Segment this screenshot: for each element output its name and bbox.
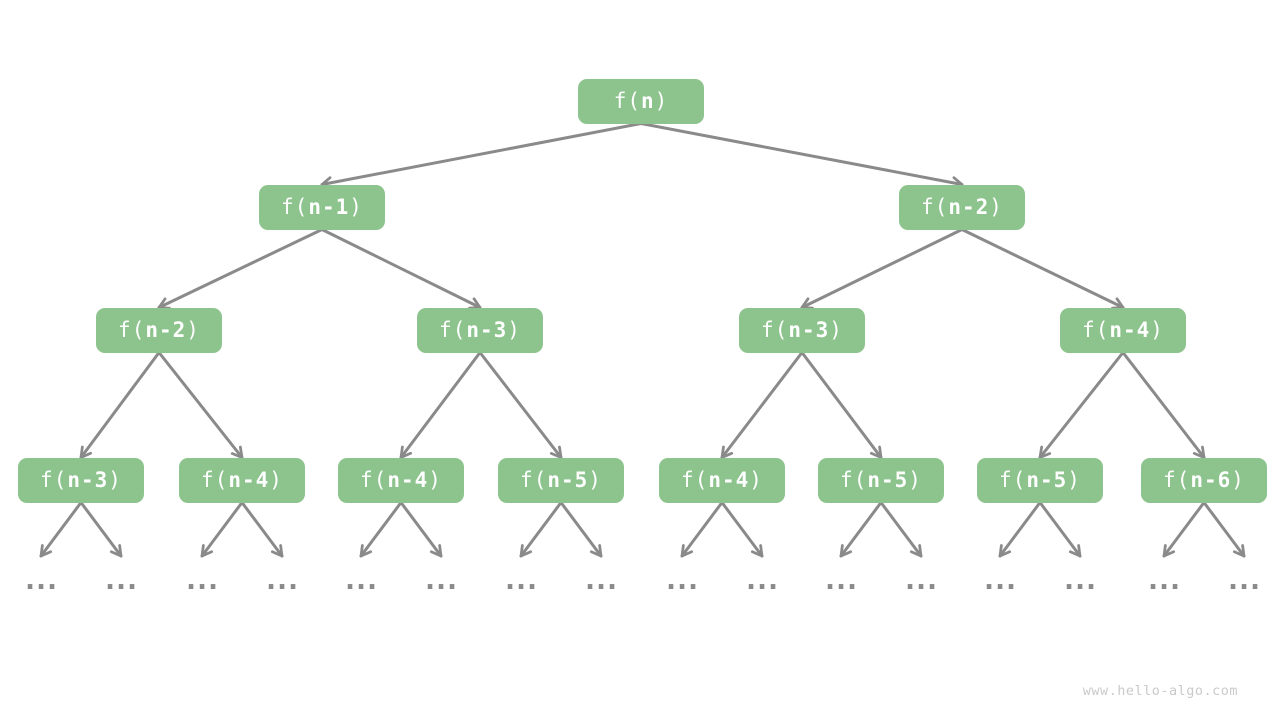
edge-n4-n9 [399, 351, 482, 459]
edge-n10-ellipsis [559, 501, 603, 558]
ellipsis-dot: . [433, 563, 450, 596]
ellipsis-dot: . [924, 563, 941, 596]
ellipsis-dot: . [913, 563, 930, 596]
ellipsis-dot: . [353, 563, 370, 596]
ellipsis: ... [422, 563, 461, 596]
ellipsis-dot: . [754, 563, 771, 596]
edge-n0-n2 [639, 122, 964, 190]
ellipsis-dot: . [663, 563, 680, 596]
edge-n6-n14 [1121, 351, 1206, 459]
ellipsis-dot: . [685, 563, 702, 596]
edge-n11-ellipsis [680, 501, 724, 558]
ellipsis-dot: . [422, 563, 439, 596]
ellipsis-dot: . [1225, 563, 1242, 596]
ellipsis-dot: . [1003, 563, 1020, 596]
ellipsis-dot: . [113, 563, 130, 596]
ellipsis: ... [102, 563, 141, 596]
ellipsis-dot: . [902, 563, 919, 596]
ellipsis-dot: . [604, 563, 621, 596]
ellipsis-dot: . [502, 563, 519, 596]
edge-n7-ellipsis [79, 501, 123, 558]
ellipsis-dot: . [124, 563, 141, 596]
ellipsis-dot: . [593, 563, 610, 596]
ellipsis-dot: . [833, 563, 850, 596]
edge-n6-n13 [1038, 351, 1125, 459]
edge-n12-ellipsis [879, 501, 923, 558]
ellipsis-dot: . [765, 563, 782, 596]
edge-n0-n1 [320, 122, 643, 190]
ellipsis-dot: . [274, 563, 291, 596]
ellipsis: ... [22, 563, 61, 596]
edge-n9-ellipsis [399, 501, 443, 558]
ellipsis-dot: . [1061, 563, 1078, 596]
ellipsis-dot: . [22, 563, 39, 596]
ellipsis-dot: . [342, 563, 359, 596]
edge-n11-ellipsis [720, 501, 764, 558]
ellipsis-dot: . [844, 563, 861, 596]
edge-n1-n4 [320, 228, 482, 310]
edge-n8-ellipsis [240, 501, 284, 558]
ellipsis-dot: . [743, 563, 760, 596]
ellipsis: ... [902, 563, 941, 596]
ellipsis-dot: . [44, 563, 61, 596]
ellipsis: ... [342, 563, 381, 596]
ellipsis-dot: . [981, 563, 998, 596]
edge-n14-ellipsis [1202, 501, 1246, 558]
ellipsis-dot: . [992, 563, 1009, 596]
ellipsis: ... [502, 563, 541, 596]
edge-n14-ellipsis [1162, 501, 1206, 558]
ellipsis-dot: . [1236, 563, 1253, 596]
ellipsis-dot: . [674, 563, 691, 596]
ellipsis-dot: . [1145, 563, 1162, 596]
ellipsis-dot: . [582, 563, 599, 596]
ellipsis: ... [183, 563, 222, 596]
edge-n10-ellipsis [519, 501, 563, 558]
ellipsis-dot: . [1072, 563, 1089, 596]
ellipsis-dot: . [205, 563, 222, 596]
ellipsis: ... [1145, 563, 1184, 596]
ellipsis: ... [822, 563, 861, 596]
ellipsis: ... [582, 563, 621, 596]
edge-n2-n6 [960, 228, 1125, 310]
edge-n7-ellipsis [39, 501, 83, 558]
ellipsis: ... [663, 563, 702, 596]
ellipsis-dot: . [285, 563, 302, 596]
ellipsis-dot: . [1247, 563, 1264, 596]
ellipsis-dot: . [822, 563, 839, 596]
ellipsis: ... [263, 563, 302, 596]
ellipsis-dot: . [102, 563, 119, 596]
ellipsis-dot: . [1167, 563, 1184, 596]
ellipsis-dot: . [364, 563, 381, 596]
edge-n13-ellipsis [998, 501, 1042, 558]
ellipsis-dot: . [194, 563, 211, 596]
edge-n2-n5 [800, 228, 964, 310]
ellipsis: ... [743, 563, 782, 596]
watermark: www.hello-algo.com [1082, 683, 1238, 699]
edge-n3-n7 [79, 351, 161, 459]
edge-n13-ellipsis [1038, 501, 1082, 558]
edge-n4-n10 [478, 351, 563, 459]
ellipsis-dot: . [1156, 563, 1173, 596]
edge-n1-n3 [157, 228, 324, 310]
ellipsis-dot: . [444, 563, 461, 596]
ellipsis-dot: . [33, 563, 50, 596]
edge-n9-ellipsis [359, 501, 403, 558]
edge-n8-ellipsis [200, 501, 244, 558]
edge-n3-n8 [157, 351, 244, 459]
ellipsis-dot: . [524, 563, 541, 596]
ellipsis-dot: . [513, 563, 530, 596]
ellipsis-dot: . [263, 563, 280, 596]
edge-n12-ellipsis [839, 501, 883, 558]
ellipsis: ... [981, 563, 1020, 596]
ellipsis: ... [1225, 563, 1264, 596]
ellipsis-dot: . [1083, 563, 1100, 596]
ellipsis: ... [1061, 563, 1100, 596]
edge-n5-n12 [800, 351, 883, 459]
ellipsis-dot: . [183, 563, 200, 596]
edge-n5-n11 [720, 351, 804, 459]
